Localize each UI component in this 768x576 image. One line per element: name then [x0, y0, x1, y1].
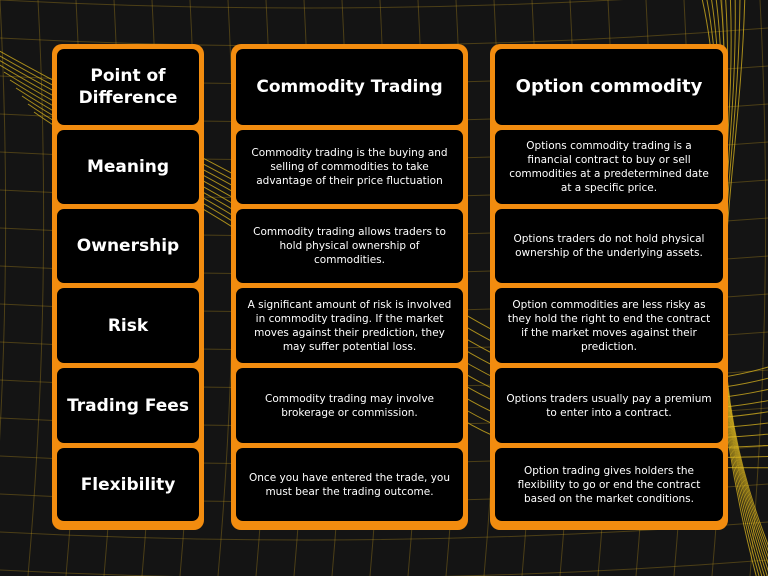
commodity-risk: A significant amount of risk is involved…: [236, 288, 463, 363]
row-label-risk: Risk: [57, 288, 199, 363]
grid-line: [0, 0, 7, 442]
header-commodity-trading: Commodity Trading: [236, 49, 463, 125]
header-option-commodity: Option commodity: [495, 49, 723, 125]
row-label-ownership: Ownership: [57, 209, 199, 283]
option-risk: Option commodities are less risky as the…: [495, 288, 723, 363]
commodity-trading-fees: Commodity trading may involve brokerage …: [236, 368, 463, 443]
column-option-commodity: Option commodity Options commodity tradi…: [490, 44, 728, 530]
commodity-ownership: Commodity trading allows traders to hold…: [236, 209, 463, 283]
row-label-flexibility: Flexibility: [57, 448, 199, 521]
grid-line: [749, 0, 767, 576]
grid-line: [0, 0, 624, 9]
header-point-of-difference: Point of Difference: [57, 49, 199, 125]
row-label-trading-fees: Trading Fees: [57, 368, 199, 443]
commodity-flexibility: Once you have entered the trade, you mus…: [236, 448, 463, 521]
option-meaning: Options commodity trading is a financial…: [495, 130, 723, 204]
column-commodity-trading: Commodity Trading Commodity trading is t…: [231, 44, 468, 530]
option-trading-fees: Options traders usually pay a premium to…: [495, 368, 723, 443]
column-point-of-difference: Point of Difference Meaning Ownership Ri…: [52, 44, 204, 530]
option-ownership: Options traders do not hold physical own…: [495, 209, 723, 283]
row-label-meaning: Meaning: [57, 130, 199, 204]
grid-line: [0, 559, 768, 576]
commodity-meaning: Commodity trading is the buying and sell…: [236, 130, 463, 204]
decorative-curve: [721, 0, 768, 558]
option-flexibility: Option trading gives holders the flexibi…: [495, 448, 723, 521]
grid-line: [27, 0, 45, 576]
